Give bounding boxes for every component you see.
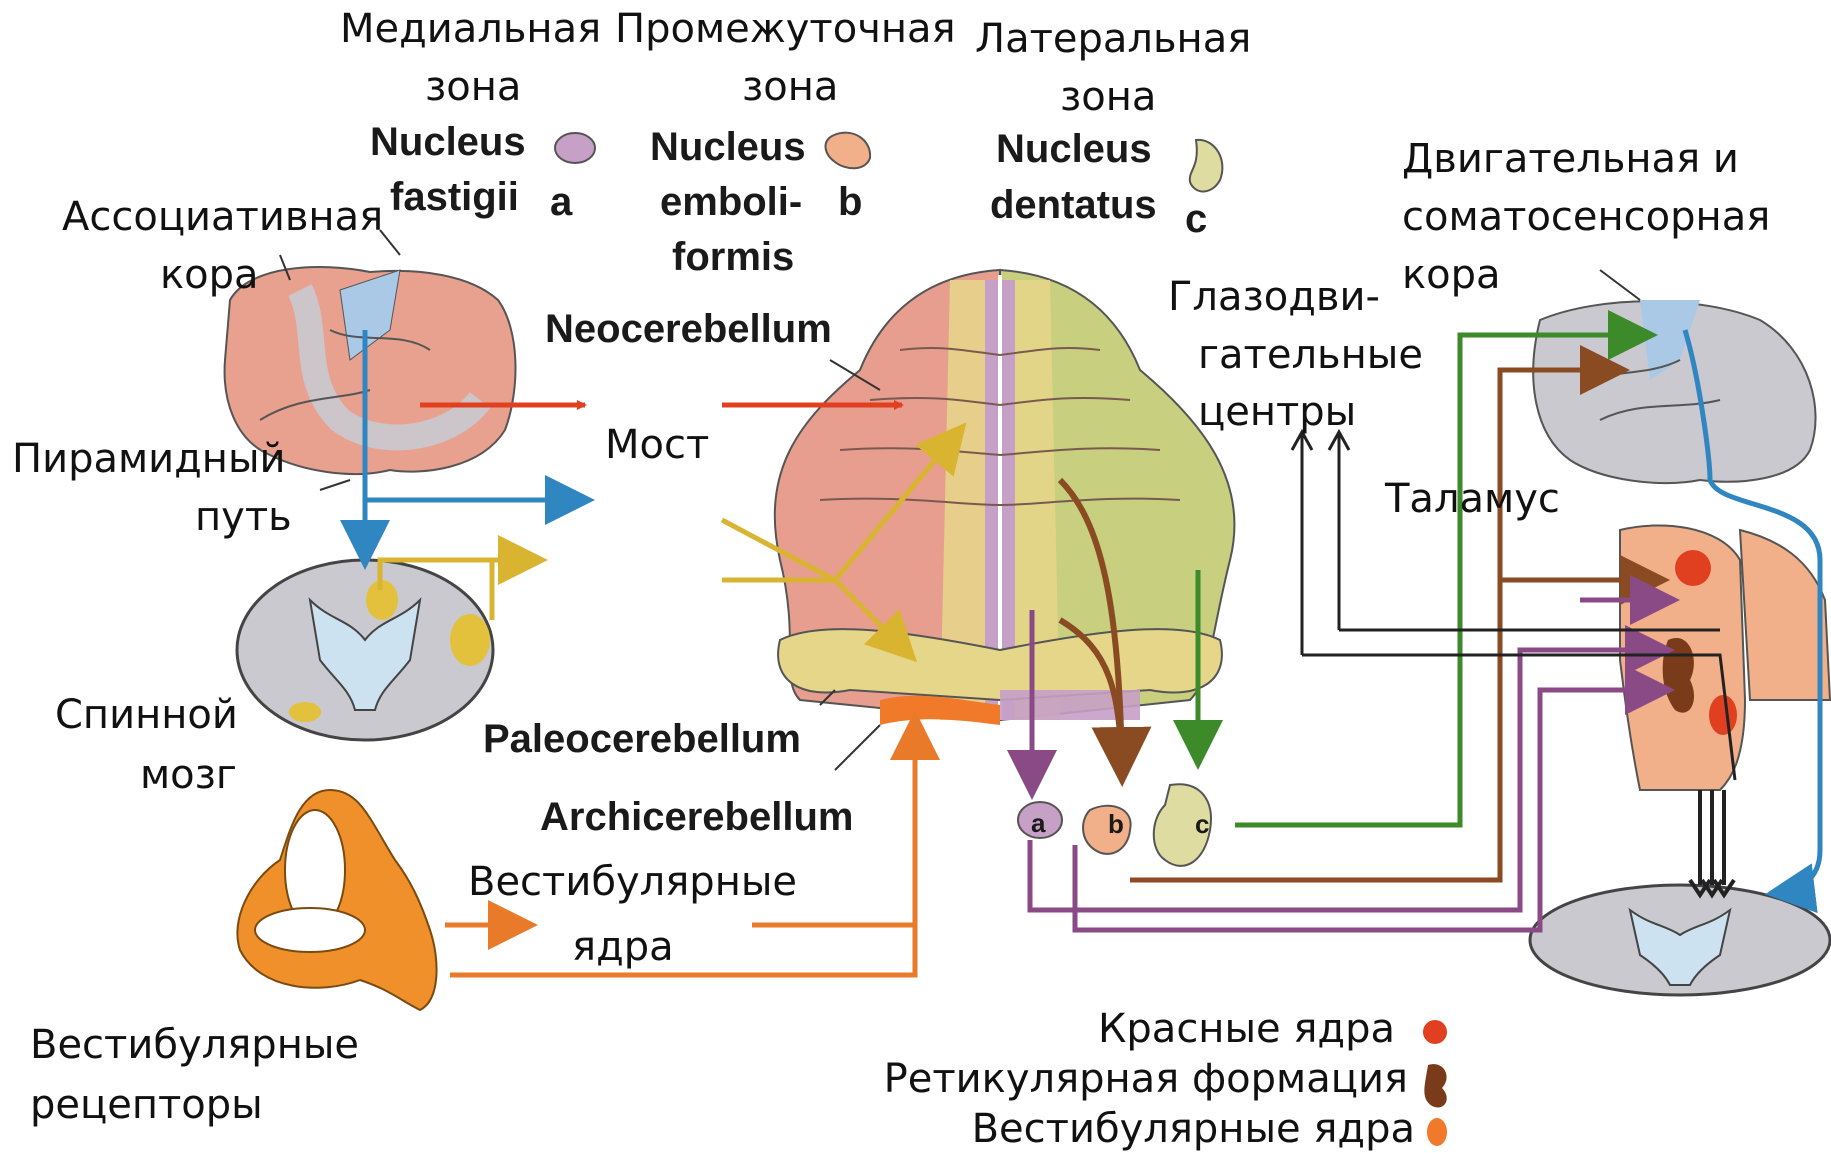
medial-zone-label-2: зона <box>425 64 521 110</box>
vestibular-receptors-label-1: Вестибулярные <box>30 1022 359 1068</box>
nucleus-fastigii-label-1: Nucleus <box>370 120 526 164</box>
vestibular-receptors-label-2: рецепторы <box>30 1082 263 1128</box>
legend-label-reticular-formation: Ретикулярная формация <box>884 1056 1408 1102</box>
nucleus-emboliformis-label-3: formis <box>672 235 794 279</box>
spinal-cord-section-right <box>1530 885 1830 995</box>
spinal-cord-label-1: Спинной <box>55 692 238 738</box>
nucleus-emboliformis-label-1: Nucleus <box>650 125 806 169</box>
vestibular-nuclei-label-2: ядра <box>572 924 674 970</box>
nucleus-dentatus-label-1: Nucleus <box>996 127 1152 171</box>
pons-label: Мост <box>605 422 709 468</box>
oculomotor-label-1: Глазодви- <box>1168 274 1380 320</box>
assoc-cortex-label-1: Ассоциативная <box>62 194 383 240</box>
legend-swatch-vestibular-nuclei <box>1427 1118 1447 1146</box>
vestibular-apparatus <box>237 790 436 1010</box>
lateral-zone-label-2: зона <box>1060 74 1156 120</box>
legend-label-red-nuclei: Красные ядра <box>1098 1006 1395 1052</box>
legend: Красные ядра Ретикулярная формация Вести… <box>884 1006 1447 1152</box>
motor-cortex-label-3: кора <box>1402 252 1501 298</box>
nucleus-dentatus-label-2: dentatus <box>990 183 1157 227</box>
nucleus-labels: Nucleus fastigii a Nucleus emboli- b for… <box>370 120 1207 279</box>
legend-swatch-red-nuclei <box>1423 1020 1447 1044</box>
oculomotor-label-2: гательные <box>1198 332 1423 378</box>
deep-nuclei: a b c <box>1018 784 1211 866</box>
nucleus-emboliformis-label-2: emboli- <box>660 180 802 224</box>
pyramidal-tract-label-2: путь <box>195 494 292 540</box>
svg-text:b: b <box>1108 809 1124 839</box>
motor-cortex-label-1: Двигательная и <box>1402 136 1739 182</box>
intermediate-zone-label-2: зона <box>742 64 838 110</box>
nucleus-fastigii-label-2: fastigii <box>390 175 519 219</box>
intermediate-zone-label-1: Промежуточная <box>615 6 956 52</box>
thalamus-label: Таламус <box>1384 476 1560 522</box>
oculomotor-label-3: центры <box>1198 389 1356 435</box>
svg-text:a: a <box>1031 808 1046 838</box>
vestibular-nuclei-label-1: Вестибулярные <box>468 859 797 905</box>
medial-zone-label-1: Медиальная <box>340 6 601 52</box>
thalamus-brainstem <box>1620 525 1830 790</box>
spinal-cord-label-2: мозг <box>140 752 237 798</box>
archicerebellum-label: Archicerebellum <box>540 795 853 839</box>
legend-label-vestibular-nuclei: Вестибулярные ядра <box>972 1106 1415 1152</box>
legend-swatch-reticular-formation <box>1424 1064 1446 1107</box>
motor-cortex-label-2: соматосенсорная <box>1402 194 1770 240</box>
nucleus-dentatus-letter: c <box>1185 197 1207 241</box>
assoc-cortex-label-2: кора <box>160 252 259 298</box>
nucleus-emboliformis-letter: b <box>838 180 862 224</box>
zone-labels: Медиальная зона Промежуточная зона Латер… <box>340 6 1251 120</box>
neocerebellum-label: Neocerebellum <box>545 307 832 351</box>
paleocerebellum-label: Paleocerebellum <box>483 717 801 761</box>
lateral-zone-label-1: Латеральная <box>975 16 1251 62</box>
svg-text:c: c <box>1195 809 1209 839</box>
pyramidal-tract-label-1: Пирамидный <box>12 436 286 482</box>
spinal-cord-section-left <box>237 560 493 740</box>
nucleus-fastigii-letter: a <box>550 180 573 224</box>
cerebellum <box>775 270 1235 725</box>
motor-cortex-brain <box>1533 300 1815 483</box>
